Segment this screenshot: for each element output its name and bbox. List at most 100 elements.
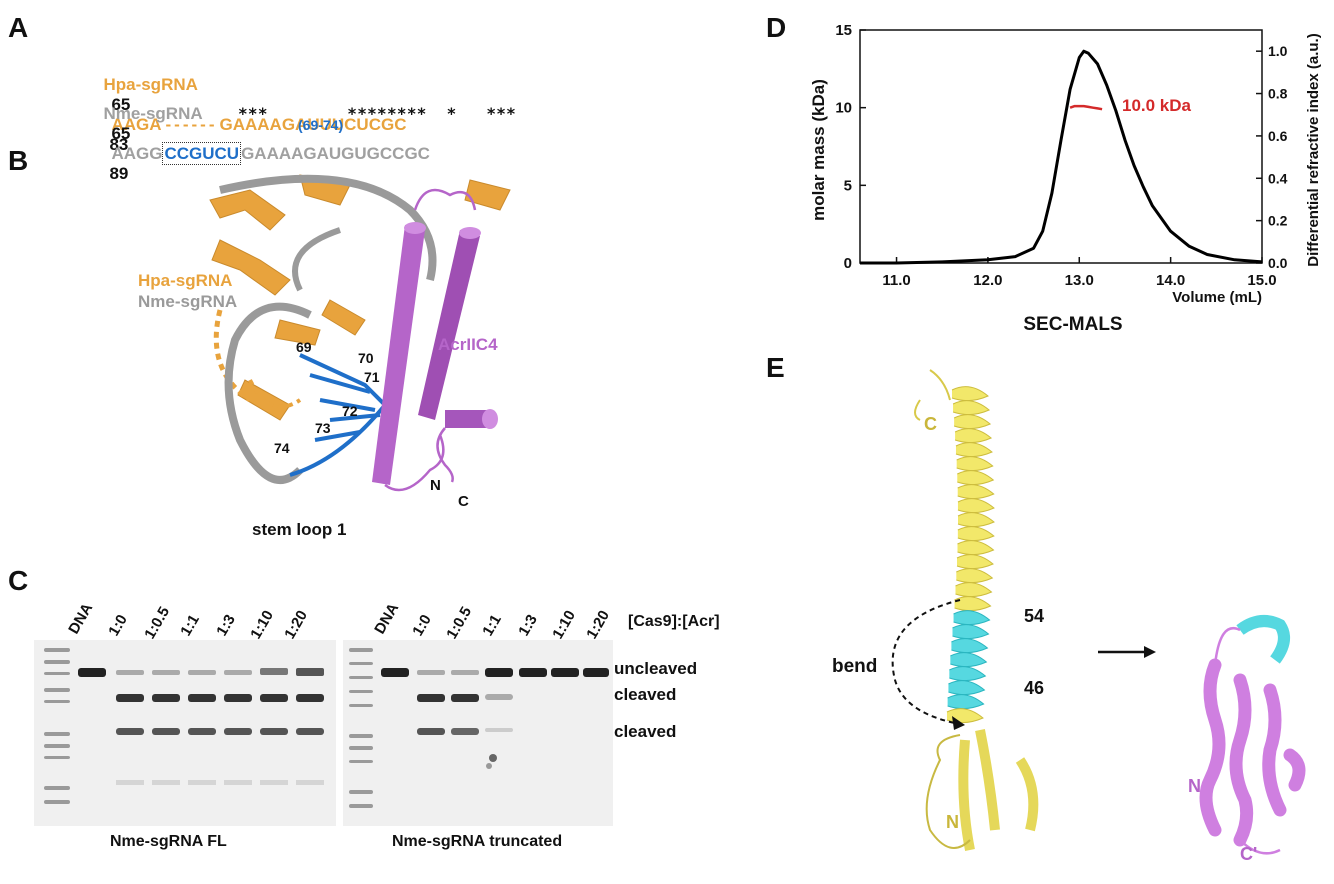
- residue-70: 70: [358, 350, 374, 366]
- residue-46: 46: [1024, 678, 1044, 698]
- helix-turn: [957, 484, 995, 500]
- lane-label: 1:3: [213, 611, 239, 639]
- hpa-dashed-loop: [213, 309, 252, 403]
- helix-turn: [956, 456, 994, 472]
- monomer-helix: [914, 369, 1039, 851]
- lane-label: 1:1: [177, 611, 203, 639]
- gel-caption-left: Nme-sgRNA FL: [110, 833, 227, 850]
- y-right-tick-label: 0.2: [1268, 213, 1288, 229]
- lane-label: 1:10: [247, 607, 278, 642]
- helix-turn: [947, 694, 985, 710]
- gel-right-bands: [349, 648, 609, 808]
- lane-label: 1:0: [105, 611, 131, 639]
- helix-turn: [946, 708, 984, 724]
- nme-seq-box: CCGUCU: [162, 142, 242, 165]
- helix-turn: [948, 680, 986, 696]
- acr-term-n: N: [430, 477, 441, 494]
- hpa-end: 83: [109, 135, 129, 154]
- hpa-dashed-loop-2: [248, 379, 302, 409]
- x-unit-label: Volume (mL): [1172, 289, 1262, 306]
- lane-label: 1:10: [549, 607, 580, 642]
- dimer-hinge: [1236, 615, 1290, 664]
- dimer-term-n: N: [1188, 776, 1201, 796]
- nme-backbone-loop: [224, 302, 312, 484]
- hpa-seq-row: Hpa-sgRNA 65 AAGA------GAAAAGAUUUCUCGC 8…: [94, 55, 406, 155]
- helix-turn: [957, 512, 995, 528]
- helix-turn: [955, 582, 993, 598]
- lane-label: 1:0.5: [443, 603, 476, 642]
- residue-71: 71: [364, 369, 380, 385]
- hpa-seq-right: GAAAAGAUUUCUCGC: [219, 115, 407, 134]
- gel-left-bands: [44, 648, 324, 804]
- acr-term-c: C: [458, 493, 469, 510]
- helix-turn: [953, 610, 991, 626]
- band-label-uncleaved: uncleaved: [614, 659, 698, 678]
- helix-turn: [957, 526, 995, 542]
- bend-label: bend: [832, 656, 877, 677]
- stem-loop-69-74: [289, 353, 387, 477]
- ratio-label: [Cas9]:[Acr]: [628, 613, 720, 630]
- y-left-tick-label: 0: [844, 255, 852, 272]
- hpa-seq-gap: ------: [165, 115, 218, 134]
- x-tick-label: 12.0: [973, 272, 1002, 289]
- refractive-index-series: [860, 49, 1263, 265]
- helix-turn: [957, 470, 995, 486]
- y-left-tick-label: 5: [844, 177, 852, 194]
- lane-label: 1:0.5: [141, 603, 174, 642]
- monomer-term-n: N: [946, 812, 959, 832]
- nme-backbone-top: [219, 174, 437, 281]
- panel-letter-d: D: [766, 12, 787, 43]
- x-axis-caption: SEC-MALS: [1023, 314, 1122, 335]
- lane-label: DNA: [371, 600, 403, 637]
- gel-left: [34, 640, 336, 826]
- residue-74: 74: [274, 440, 290, 456]
- transition-arrowhead: [1144, 646, 1156, 658]
- y-right-tick-label: 1.0: [1268, 43, 1288, 59]
- helix-turn: [954, 428, 993, 444]
- panel-letter-c: C: [8, 565, 29, 596]
- nme-backbone-mid: [292, 227, 341, 292]
- helix-turn: [956, 568, 994, 584]
- helix-turn: [956, 554, 994, 570]
- monomer-term-c: C: [924, 414, 937, 434]
- x-tick-label: 11.0: [882, 272, 910, 289]
- acr-helices: [372, 188, 498, 492]
- lane-label: 1:3: [515, 611, 541, 639]
- lane-label: 1:20: [583, 607, 614, 642]
- box-range-label: (69-74): [298, 117, 344, 133]
- helix-turn: [950, 652, 988, 668]
- helix-turn: [951, 638, 989, 654]
- molar-mass-series: [1069, 104, 1103, 111]
- label-hpa-sgrna: Hpa-sgRNA: [138, 271, 233, 290]
- molar-mass-annotation: 10.0 kDa: [1122, 96, 1192, 115]
- helix-structure-figure: C N 54 46 bend N C': [832, 369, 1306, 864]
- hpa-seq-left: AAGA: [111, 115, 162, 134]
- y-left-tick-label: 10: [835, 100, 852, 117]
- residue-54: 54: [1024, 606, 1044, 626]
- helix-turn: [952, 400, 991, 416]
- helix-turn: [954, 596, 992, 612]
- y-right-tick-label: 0.8: [1268, 86, 1288, 102]
- bend-arrowhead: [952, 716, 965, 730]
- panel-letter-e: E: [766, 352, 785, 383]
- plot-frame: [859, 29, 1263, 264]
- dimer-term-c: C': [1240, 844, 1257, 864]
- label-stem-loop-1: stem loop 1: [252, 520, 347, 539]
- helix-turn: [952, 624, 990, 640]
- hpa-start: 65: [111, 95, 131, 114]
- y-axis-left-label: molar mass (kDa): [809, 79, 828, 221]
- y-right-tick-label: 0.0: [1268, 255, 1288, 271]
- bend-arrow: [891, 599, 966, 726]
- helix-turn: [951, 386, 989, 402]
- label-nme-sgrna: Nme-sgRNA: [138, 292, 238, 311]
- lane-label: 1:20: [281, 607, 312, 642]
- helix-turn: [949, 666, 987, 682]
- y-left-tick-label: 15: [835, 22, 852, 39]
- helix-turn: [957, 498, 995, 514]
- residue-72: 72: [342, 403, 358, 419]
- gel-right: [343, 640, 613, 826]
- y-axis-right-label: Differential refractive index (a.u.): [1305, 33, 1322, 266]
- gel-caption-right: Nme-sgRNA truncated: [392, 833, 563, 850]
